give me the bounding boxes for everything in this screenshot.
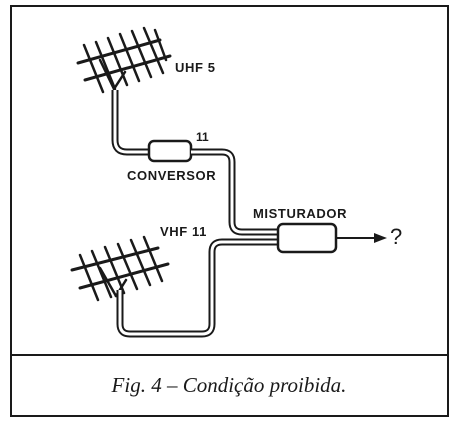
vhf-antenna-icon: [70, 235, 170, 302]
conversor-label: CONVERSOR: [127, 168, 216, 183]
conversor-channel-label: 11: [196, 130, 209, 144]
uhf-antenna-icon: [76, 26, 172, 94]
uhf-cable: [111, 90, 150, 156]
figure-frame: [10, 5, 449, 417]
uhf-label: UHF 5: [175, 60, 216, 75]
output-question-mark: ?: [390, 224, 402, 249]
misturador-label: MISTURADOR: [253, 206, 347, 221]
vhf-label: VHF 11: [160, 224, 207, 239]
figure-caption: Fig. 4 – Condição proibida.: [111, 373, 347, 397]
misturador-box: [276, 222, 338, 254]
vhf-cable: [116, 238, 280, 338]
output-arrow-icon: [336, 233, 387, 243]
conversor-box: [147, 139, 193, 163]
